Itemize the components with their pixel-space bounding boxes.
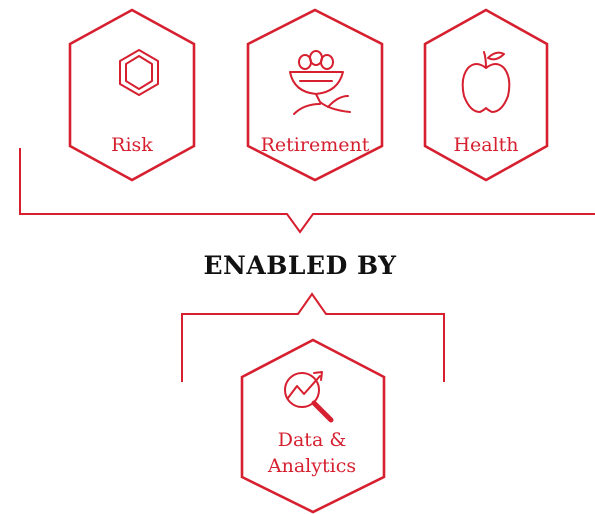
hexagon-data-analytics bbox=[240, 338, 386, 514]
pillar-label-health: Health bbox=[453, 134, 518, 156]
pillar-retirement: Retirement bbox=[246, 8, 384, 182]
apple-icon bbox=[461, 51, 511, 113]
pillar-label-risk: Risk bbox=[111, 134, 153, 156]
pillar-health: Health bbox=[423, 8, 549, 182]
bottom-bracket bbox=[181, 292, 445, 382]
foundation-data-analytics: Data & Analytics bbox=[240, 338, 386, 514]
hexagon-risk bbox=[68, 8, 196, 182]
benzene-ring-icon bbox=[119, 49, 159, 96]
pillar-label-retirement: Retirement bbox=[261, 134, 370, 156]
nest-eggs-icon bbox=[289, 50, 351, 115]
foundation-label-line2: Analytics bbox=[267, 455, 356, 477]
hexagon-retirement bbox=[246, 8, 384, 182]
top-bracket bbox=[19, 148, 595, 234]
foundation-label-line1: Data & bbox=[278, 429, 347, 451]
enabled-by-heading: ENABLED BY bbox=[204, 251, 398, 280]
magnifier-chart-icon bbox=[284, 371, 334, 423]
hexagon-health bbox=[423, 8, 549, 182]
pillar-risk: Risk bbox=[68, 8, 196, 182]
